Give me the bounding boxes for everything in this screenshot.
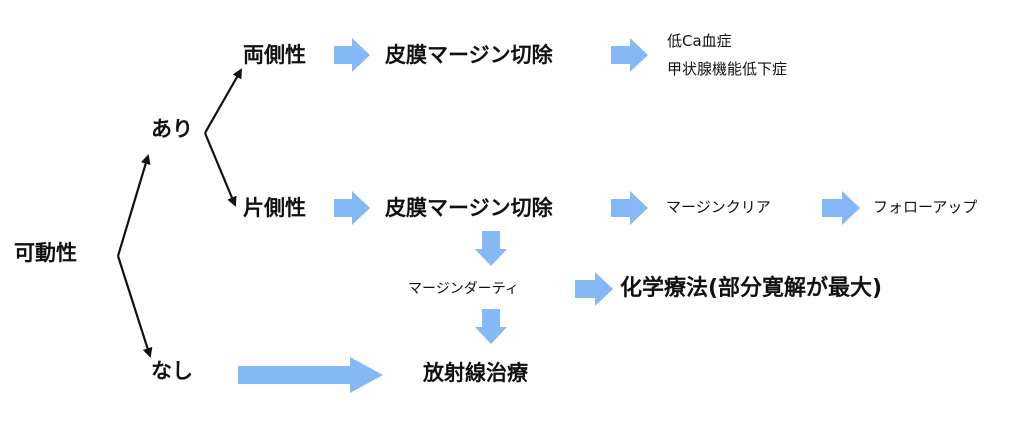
blue-arrow-excision-to-margin-clear bbox=[611, 191, 648, 225]
node-mobility: 可動性 bbox=[14, 241, 77, 265]
node-excision-bilateral: 皮膜マージン切除 bbox=[385, 43, 553, 67]
node-yes: あり bbox=[151, 117, 193, 141]
blue-arrow-margin-dirty-to-chemo bbox=[575, 272, 613, 306]
node-unilateral: 片側性 bbox=[243, 196, 306, 220]
blue-arrow-no-to-radiation bbox=[238, 357, 383, 393]
node-no: なし bbox=[151, 359, 193, 383]
node-complication-hypothyroidism: 甲状腺機能低下症 bbox=[667, 60, 788, 78]
node-complication-hypocalcemia: 低Ca血症 bbox=[667, 32, 732, 50]
branch-line-mobility-to-yes bbox=[116, 154, 151, 257]
blue-arrow-bilateral-to-excision bbox=[334, 38, 370, 72]
branch-line-yes-to-unilateral bbox=[203, 132, 237, 207]
node-margin-dirty: マージンダーティ bbox=[408, 281, 519, 297]
blue-arrow-excision-to-margin-dirty bbox=[475, 231, 507, 266]
node-excision-unilateral: 皮膜マージン切除 bbox=[385, 196, 553, 220]
node-follow-up: フォローアップ bbox=[873, 198, 978, 216]
blue-arrow-margin-dirty-to-radiation bbox=[475, 309, 507, 344]
blue-arrow-margin-clear-to-follow-up bbox=[822, 191, 860, 225]
blue-arrow-excision-to-complications bbox=[611, 38, 648, 72]
node-radiation-therapy: 放射線治療 bbox=[423, 361, 528, 385]
node-bilateral: 両側性 bbox=[243, 43, 306, 67]
node-margin-clear: マージンクリア bbox=[666, 198, 771, 216]
branch-line-yes-to-bilateral bbox=[204, 68, 242, 134]
blue-arrow-unilateral-to-excision bbox=[334, 191, 370, 225]
branch-line-mobility-to-no bbox=[116, 255, 153, 358]
node-chemotherapy: 化学療法(部分寛解が最大) bbox=[620, 276, 883, 301]
